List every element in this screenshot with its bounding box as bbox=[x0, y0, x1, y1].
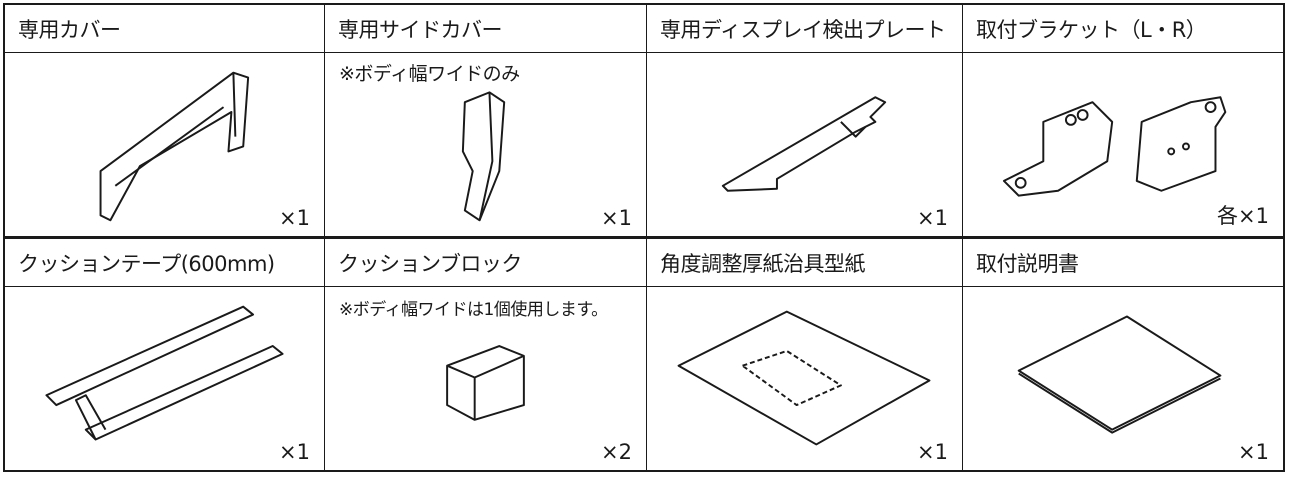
side-cover-illustration bbox=[461, 91, 506, 222]
item-qty: ×1 bbox=[279, 206, 310, 230]
item-name: クッションブロック bbox=[325, 239, 647, 287]
item-name: 専用ディスプレイ検出プレート bbox=[647, 5, 963, 53]
cover-illustration bbox=[99, 71, 250, 222]
item-name: 角度調整厚紙治具型紙 bbox=[647, 239, 963, 287]
cushion-block-illustration bbox=[446, 345, 525, 421]
item-qty: ×1 bbox=[1238, 440, 1269, 464]
cushion-tape-illustration bbox=[45, 305, 284, 441]
item-cell-bracket: 各×1 bbox=[963, 53, 1283, 239]
item-cell-template: ×1 bbox=[647, 287, 963, 470]
template-illustration bbox=[677, 310, 931, 446]
manual-illustration bbox=[1017, 315, 1222, 434]
item-name: 取付ブラケット（L・R） bbox=[963, 5, 1283, 53]
item-qty: ×1 bbox=[279, 440, 310, 464]
item-qty: 各×1 bbox=[1217, 204, 1269, 228]
item-qty: ×1 bbox=[601, 206, 632, 230]
parts-table: 専用カバー 専用サイドカバー 専用ディスプレイ検出プレート 取付ブラケット（L・… bbox=[3, 3, 1285, 472]
item-name: 専用カバー bbox=[5, 5, 325, 53]
item-name: 取付説明書 bbox=[963, 239, 1283, 287]
bracket-illustration bbox=[1002, 96, 1227, 197]
item-name: 専用サイドカバー bbox=[325, 5, 647, 53]
display-plate-illustration bbox=[721, 96, 887, 192]
item-cell-display-plate: ×1 bbox=[647, 53, 963, 239]
item-note: ※ボディ幅ワイドは1個使用します。 bbox=[339, 300, 608, 320]
item-cell-cushion-tape: ×1 bbox=[5, 287, 325, 470]
item-cell-cushion-block: ※ボディ幅ワイドは1個使用します。 ×2 bbox=[325, 287, 647, 470]
item-cell-cover: ×1 bbox=[5, 53, 325, 239]
item-note: ※ボディ幅ワイドのみ bbox=[339, 63, 520, 85]
item-qty: ×1 bbox=[917, 206, 948, 230]
item-name: クッションテープ(600mm) bbox=[5, 239, 325, 287]
item-qty: ×2 bbox=[601, 440, 632, 464]
item-cell-manual: ×1 bbox=[963, 287, 1283, 470]
item-cell-side-cover: ※ボディ幅ワイドのみ ×1 bbox=[325, 53, 647, 239]
item-qty: ×1 bbox=[917, 440, 948, 464]
